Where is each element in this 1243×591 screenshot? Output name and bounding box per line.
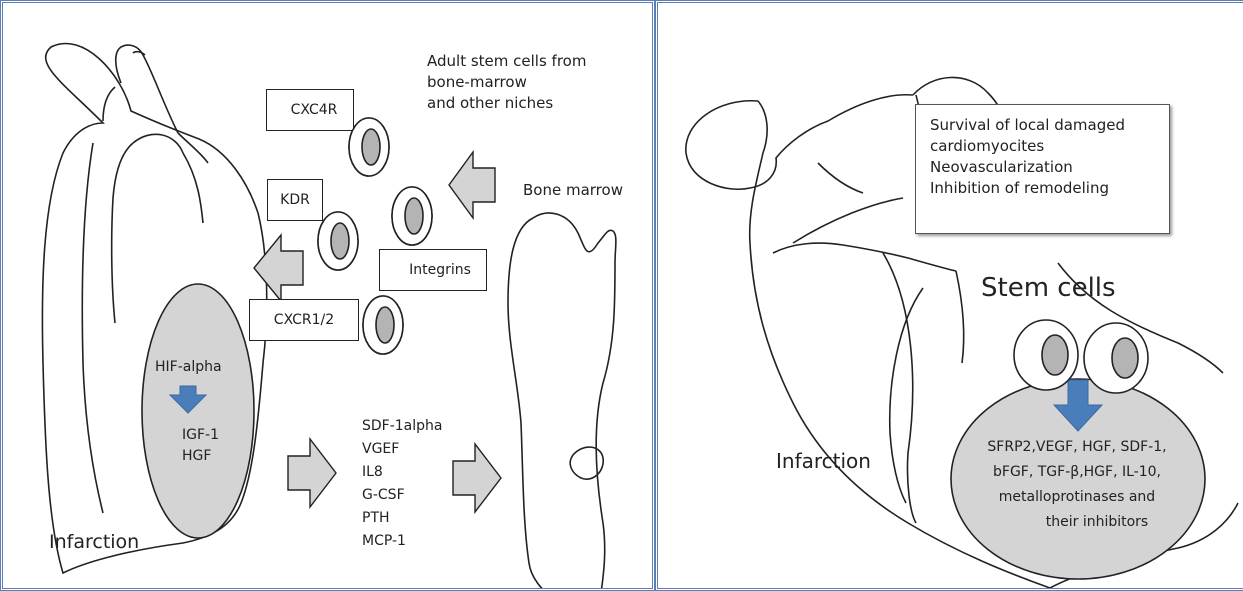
secreted-factors-list: SDF-1alpha VGEF IL8 G-CSF PTH MCP-1 [362,415,443,553]
left-panel: CXC4R KDR Integrins CXCR1/2 [0,0,655,591]
paracrine-factor-line: their inhibitors [952,510,1202,535]
adult-stem-cells-line: and other niches [427,93,586,114]
effect-item: Neovascularization [930,157,1169,178]
heart-inner-curve [793,198,903,243]
heart-inner-curve [956,271,964,363]
adult-stem-cells-line: bone-marrow [427,72,586,93]
heart-inner-curve [890,288,923,503]
bone-marrow-label: Bone marrow [523,181,623,199]
infarction-label-left: Infarction [49,531,139,553]
stem-cell [349,118,389,176]
heart-inner-curve [773,243,956,271]
hif-alpha-label: HIF-alpha [155,359,222,375]
effect-item: cardiomyocites [930,136,1169,157]
heart-inner-curve [883,253,916,523]
secreted-factor-item: VGEF [362,438,443,461]
infarct-factor-item: HGF [182,446,219,467]
stem-cell [1014,320,1078,390]
secreted-factor-item: MCP-1 [362,530,443,553]
secreted-factor-item: IL8 [362,461,443,484]
adult-stem-cells-line: Adult stem cells from [427,51,586,72]
secreted-factor-item: PTH [362,507,443,530]
paracrine-factor-line: metalloprotinases and [952,485,1202,510]
secreted-factor-item: G-CSF [362,484,443,507]
paracrine-factors-list: SFRP2,VEGF, HGF, SDF-1, bFGF, TGF-β,HGF,… [952,435,1202,535]
stem-cell [363,296,403,354]
effect-item: Survival of local damaged [930,115,1169,136]
stem-cells-label: Stem cells [981,273,1116,303]
heart-inner-curve [818,163,863,193]
infarct-factor-item: IGF-1 [182,425,219,446]
stem-cell [318,212,358,270]
infarction-label-right: Infarction [776,449,871,473]
stem-cell [1084,323,1148,393]
stem-cell [392,187,432,245]
effect-item: Inhibition of remodeling [930,178,1169,199]
paracrine-factor-line: bFGF, TGF-β,HGF, IL-10, [952,460,1202,485]
effects-list: Survival of local damaged cardiomyocites… [930,115,1169,199]
secreted-factor-item: SDF-1alpha [362,415,443,438]
paracrine-factor-line: SFRP2,VEGF, HGF, SDF-1, [952,435,1202,460]
right-panel: Survival of local damaged cardiomyocites… [655,0,1243,591]
effects-box: Survival of local damaged cardiomyocites… [915,104,1170,234]
infarct-factors: IGF-1 HGF [182,425,219,467]
adult-stem-cells-text: Adult stem cells from bone-marrow and ot… [427,51,586,114]
